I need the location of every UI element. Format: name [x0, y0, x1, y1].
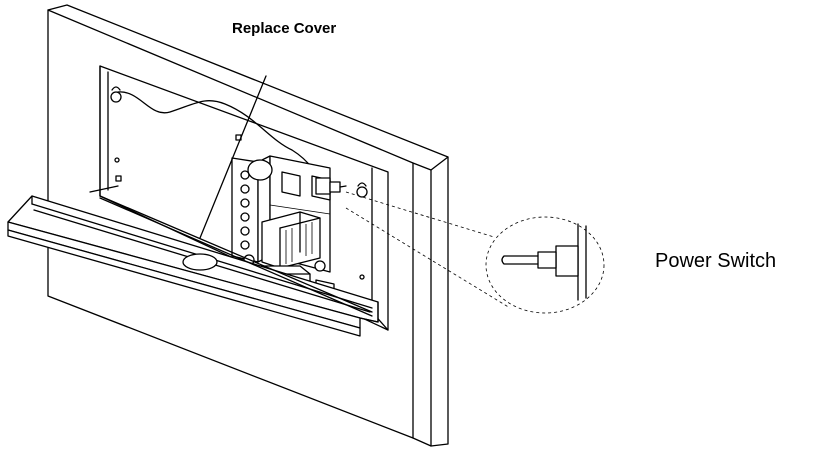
power-switch-detail [485, 216, 605, 314]
transformer [261, 211, 321, 269]
power-switch-label: Power Switch [655, 250, 777, 272]
knockout-hole [182, 253, 218, 271]
switch-leader-dashed [345, 191, 511, 309]
wire [117, 91, 313, 169]
replace-cover-leader [199, 75, 267, 239]
switch-body [315, 177, 347, 195]
replace-cover-label: Replace Cover [232, 20, 337, 37]
